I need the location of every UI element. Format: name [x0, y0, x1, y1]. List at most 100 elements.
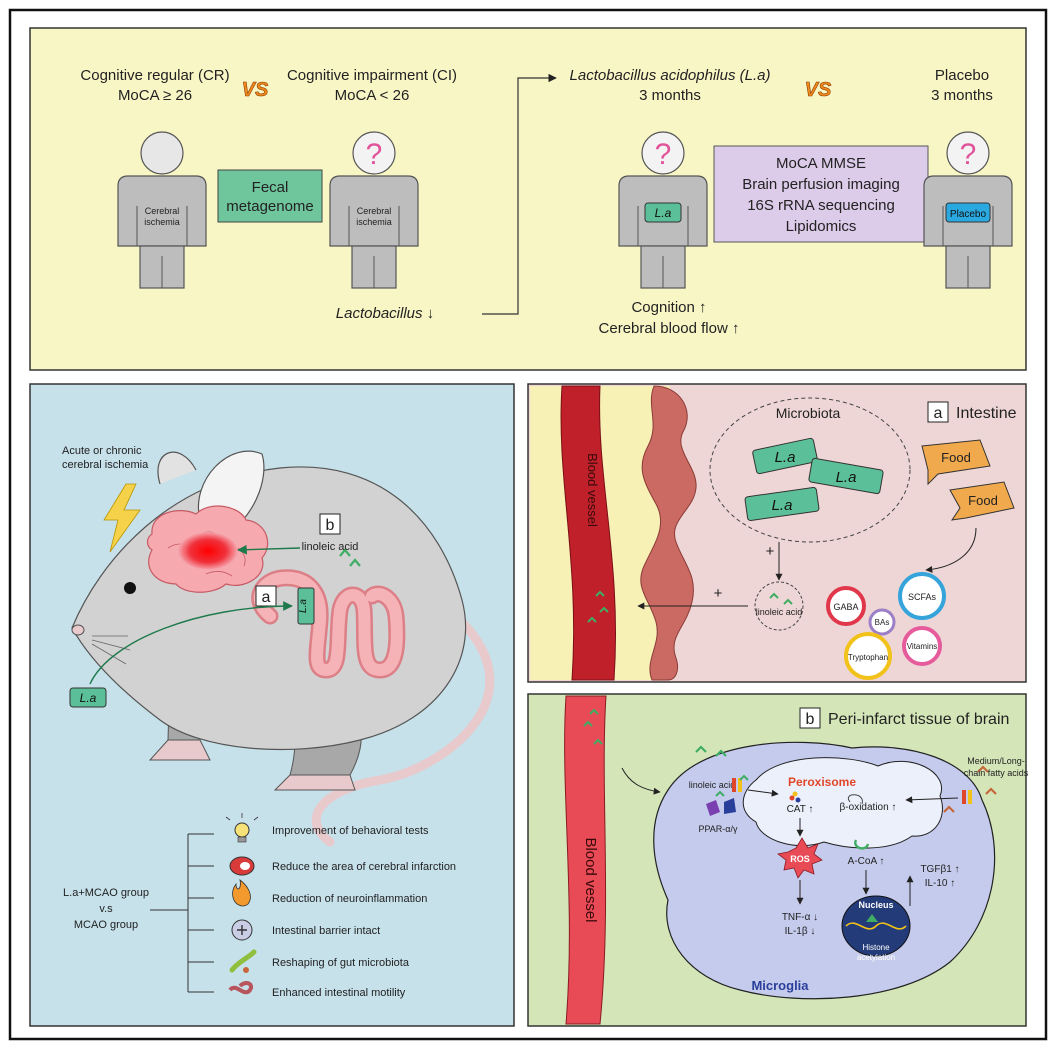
- metabolite-scfas: SCFAs: [908, 592, 937, 602]
- fatty-acid-glyphs: [943, 765, 997, 813]
- bacteria-3: L.a: [772, 497, 793, 514]
- brain-vessel-label: Blood vessel: [582, 837, 599, 922]
- marker-b: b: [326, 517, 335, 534]
- linoleic-to-brain-arrow: [237, 544, 301, 555]
- la-duration: 3 months: [639, 87, 701, 104]
- vessel-to-cell-arrow: [621, 767, 661, 795]
- brain-marker: b: [806, 711, 815, 728]
- intestine-panel: Blood vessel a Intestine Microbiota L.a …: [527, 383, 1027, 683]
- bacteria-1: L.a: [775, 449, 796, 466]
- intestine-plus-2: +: [714, 585, 723, 602]
- food-bubble-2: [949, 481, 1015, 521]
- outcome-cbf: Cerebral blood flow ↑: [599, 320, 740, 337]
- vessel-linoleic-glyphs: [587, 590, 609, 623]
- body-label-ci-2: ischemia: [356, 217, 392, 227]
- outcome-cognition: Cognition ↑: [631, 299, 706, 316]
- ci-title: Cognitive impairment (CI): [287, 67, 457, 84]
- assessment-box: [713, 145, 929, 243]
- bas-ring: [868, 608, 896, 636]
- effect-2: Reduce the area of cerebral infarction: [272, 861, 456, 873]
- person-ci: ? Cerebral ischemia: [329, 131, 419, 289]
- microbiota-label: Microbiota: [776, 405, 841, 421]
- ppar-label: PPAR-α/γ: [698, 824, 738, 834]
- barrier-icon: [231, 919, 253, 941]
- ischemia-label-1: Acute or chronic: [62, 445, 142, 457]
- acoa-label: A-CoA ↑: [848, 856, 885, 867]
- question-mark-icon: ?: [366, 138, 383, 171]
- cr-title: Cognitive regular (CR): [80, 67, 229, 84]
- mouse-tail: [311, 615, 495, 847]
- intestine-icon: [228, 981, 253, 995]
- lightning-icon: [103, 483, 141, 553]
- peroxisome-label: Peroxisome: [788, 775, 856, 789]
- mouse-linoleic-label: linoleic acid: [302, 541, 359, 553]
- intestine-plus-1: +: [766, 543, 775, 560]
- vs-badge-2: VS: [805, 79, 832, 101]
- body-label-cr-2: ischemia: [144, 217, 180, 227]
- tnf-label: TNF-α ↓: [782, 912, 818, 923]
- effect-4: Intestinal barrier intact: [272, 925, 380, 937]
- peroxisome: [742, 757, 943, 849]
- effect-5: Reshaping of gut microbiota: [272, 957, 410, 969]
- person-placebo: ? Placebo: [923, 131, 1013, 289]
- metabolite-gaba: GABA: [833, 602, 858, 612]
- tgf-label: TGFβ1 ↑: [920, 864, 959, 875]
- bacteria-2: L.a: [836, 469, 857, 486]
- tryptophan-ring: [844, 632, 892, 680]
- oral-la-badge: L.a: [80, 691, 97, 705]
- brain-title: Peri-infarct tissue of brain: [828, 711, 1009, 728]
- scfas-ring: [898, 572, 946, 620]
- person-la: ? L.a: [618, 131, 708, 289]
- effect-3: Reduction of neuroinflammation: [272, 893, 427, 905]
- food-2: Food: [968, 493, 998, 508]
- beta-ox-cycle: [847, 794, 863, 805]
- fatty-label-2: chain fatty acids: [964, 768, 1029, 778]
- svg-text:?: ?: [960, 138, 977, 171]
- effects-bracket: [150, 833, 214, 993]
- histone-label-2: acetylation: [857, 953, 895, 962]
- linoleic-glyphs: [339, 548, 361, 567]
- nucleus-label: Nucleus: [858, 900, 893, 910]
- linoleic-pool: [754, 581, 804, 631]
- dna-strand: [845, 922, 907, 930]
- placebo-duration: 3 months: [931, 87, 993, 104]
- microbiota-cluster: [709, 397, 911, 543]
- intestine-title: Intestine: [956, 405, 1017, 422]
- assess-1: MoCA MMSE: [776, 155, 866, 172]
- la-title: Lactobacillus acidophilus (L.a): [570, 67, 771, 84]
- metabolite-tryptophan: Tryptophan: [848, 653, 888, 662]
- histone-label-1: Histone: [862, 943, 890, 952]
- effect-1: Improvement of behavioral tests: [272, 825, 429, 837]
- brain-linoleic-label: linoleic acid: [689, 780, 736, 790]
- brain-infarct-icon: [229, 856, 255, 876]
- intestine-vessel: [560, 385, 616, 681]
- oral-admin-arrow: [89, 601, 293, 685]
- gaba-ring: [826, 586, 866, 626]
- intestine-marker: a: [934, 405, 943, 422]
- assess-3: 16S rRNA sequencing: [747, 197, 895, 214]
- la-badge: L.a: [655, 206, 672, 220]
- ischemia-label-2: cerebral ischemia: [62, 459, 149, 471]
- il1-label: IL-1β ↓: [785, 926, 816, 937]
- fecal-label-1: Fecal: [252, 179, 289, 196]
- intestine-vessel-label: Blood vessel: [585, 453, 600, 527]
- body-label-cr-1: Cerebral: [145, 206, 180, 216]
- gut-la-badge: L.a: [298, 599, 309, 613]
- marker-a: a: [262, 589, 271, 606]
- food-bubble-1: [921, 439, 991, 486]
- metabolite-vitamins: Vitamins: [907, 642, 938, 651]
- lactobacillus-decrease: Lactobacillus ↓: [336, 305, 434, 322]
- ros-label: ROS: [790, 854, 810, 864]
- vitamins-ring: [902, 626, 942, 666]
- ci-moca: MoCA < 26: [335, 87, 410, 104]
- metabolite-bas: BAs: [875, 618, 890, 627]
- cat-label: CAT ↑: [787, 804, 814, 815]
- beta-ox-label: β-oxidation ↑: [840, 802, 897, 813]
- mouse-panel: Acute or chronic cerebral ischemia: [29, 383, 515, 1027]
- intestine-linoleic-label: linoleic acid: [756, 607, 803, 617]
- placebo-title: Placebo: [935, 67, 989, 84]
- connector-arrow: [482, 73, 557, 315]
- person-cr: Cerebral ischemia: [117, 131, 207, 289]
